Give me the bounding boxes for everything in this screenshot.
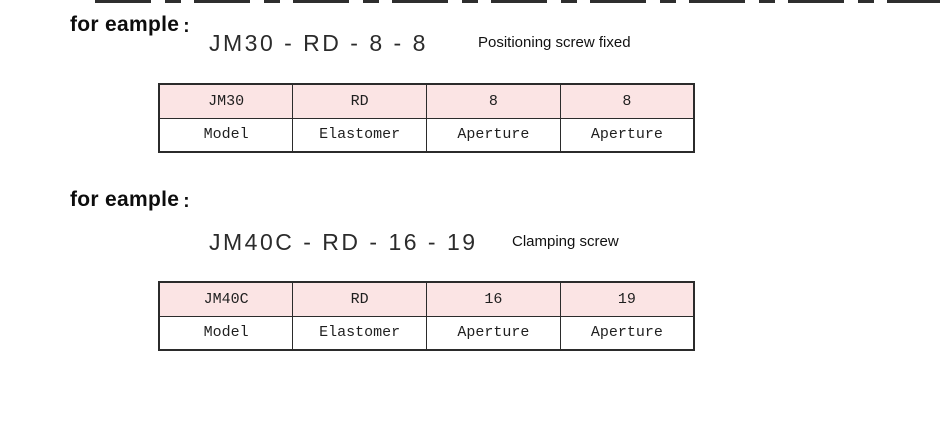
example-1-label: for eample: (70, 13, 190, 37)
aperture-label-cell: Aperture (426, 315, 561, 351)
aperture-label-cell: Aperture (559, 117, 695, 153)
elastomer-label-cell: Elastomer (292, 117, 427, 153)
model-value-cell: JM30 (158, 83, 294, 119)
model-label-cell: Model (158, 315, 294, 351)
example-2-label-colon: : (183, 191, 190, 212)
aperture-label-cell: Aperture (426, 117, 561, 153)
table-row: JM40C RD 16 19 (158, 281, 695, 317)
example-2-table: JM40C RD 16 19 Model Elastomer Aperture … (158, 281, 695, 351)
table-row: JM30 RD 8 8 (158, 83, 695, 119)
cropped-text-strip (95, 0, 940, 3)
aperture-label-cell: Aperture (559, 315, 695, 351)
table-row: Model Elastomer Aperture Aperture (158, 315, 695, 351)
example-1-table: JM30 RD 8 8 Model Elastomer Aperture Ape… (158, 83, 695, 153)
elastomer-label-cell: Elastomer (292, 315, 427, 351)
example-1-note: Positioning screw fixed (478, 34, 631, 51)
table-row: Model Elastomer Aperture Aperture (158, 117, 695, 153)
elastomer-value-cell: RD (292, 83, 427, 119)
example-1-model-code: JM30 - RD - 8 - 8 (209, 30, 428, 56)
example-2-note: Clamping screw (512, 233, 619, 250)
example-2-label: for eample: (70, 188, 190, 212)
model-value-cell: JM40C (158, 281, 294, 317)
aperture-value-cell: 16 (426, 281, 561, 317)
aperture-value-cell: 19 (559, 281, 695, 317)
aperture-value-cell: 8 (559, 83, 695, 119)
example-1-label-colon: : (183, 16, 190, 37)
model-label-cell: Model (158, 117, 294, 153)
example-1-label-text: for eample (70, 13, 180, 36)
example-2-model-code: JM40C - RD - 16 - 19 (209, 229, 478, 255)
example-2-label-text: for eample (70, 188, 180, 211)
elastomer-value-cell: RD (292, 281, 427, 317)
aperture-value-cell: 8 (426, 83, 561, 119)
